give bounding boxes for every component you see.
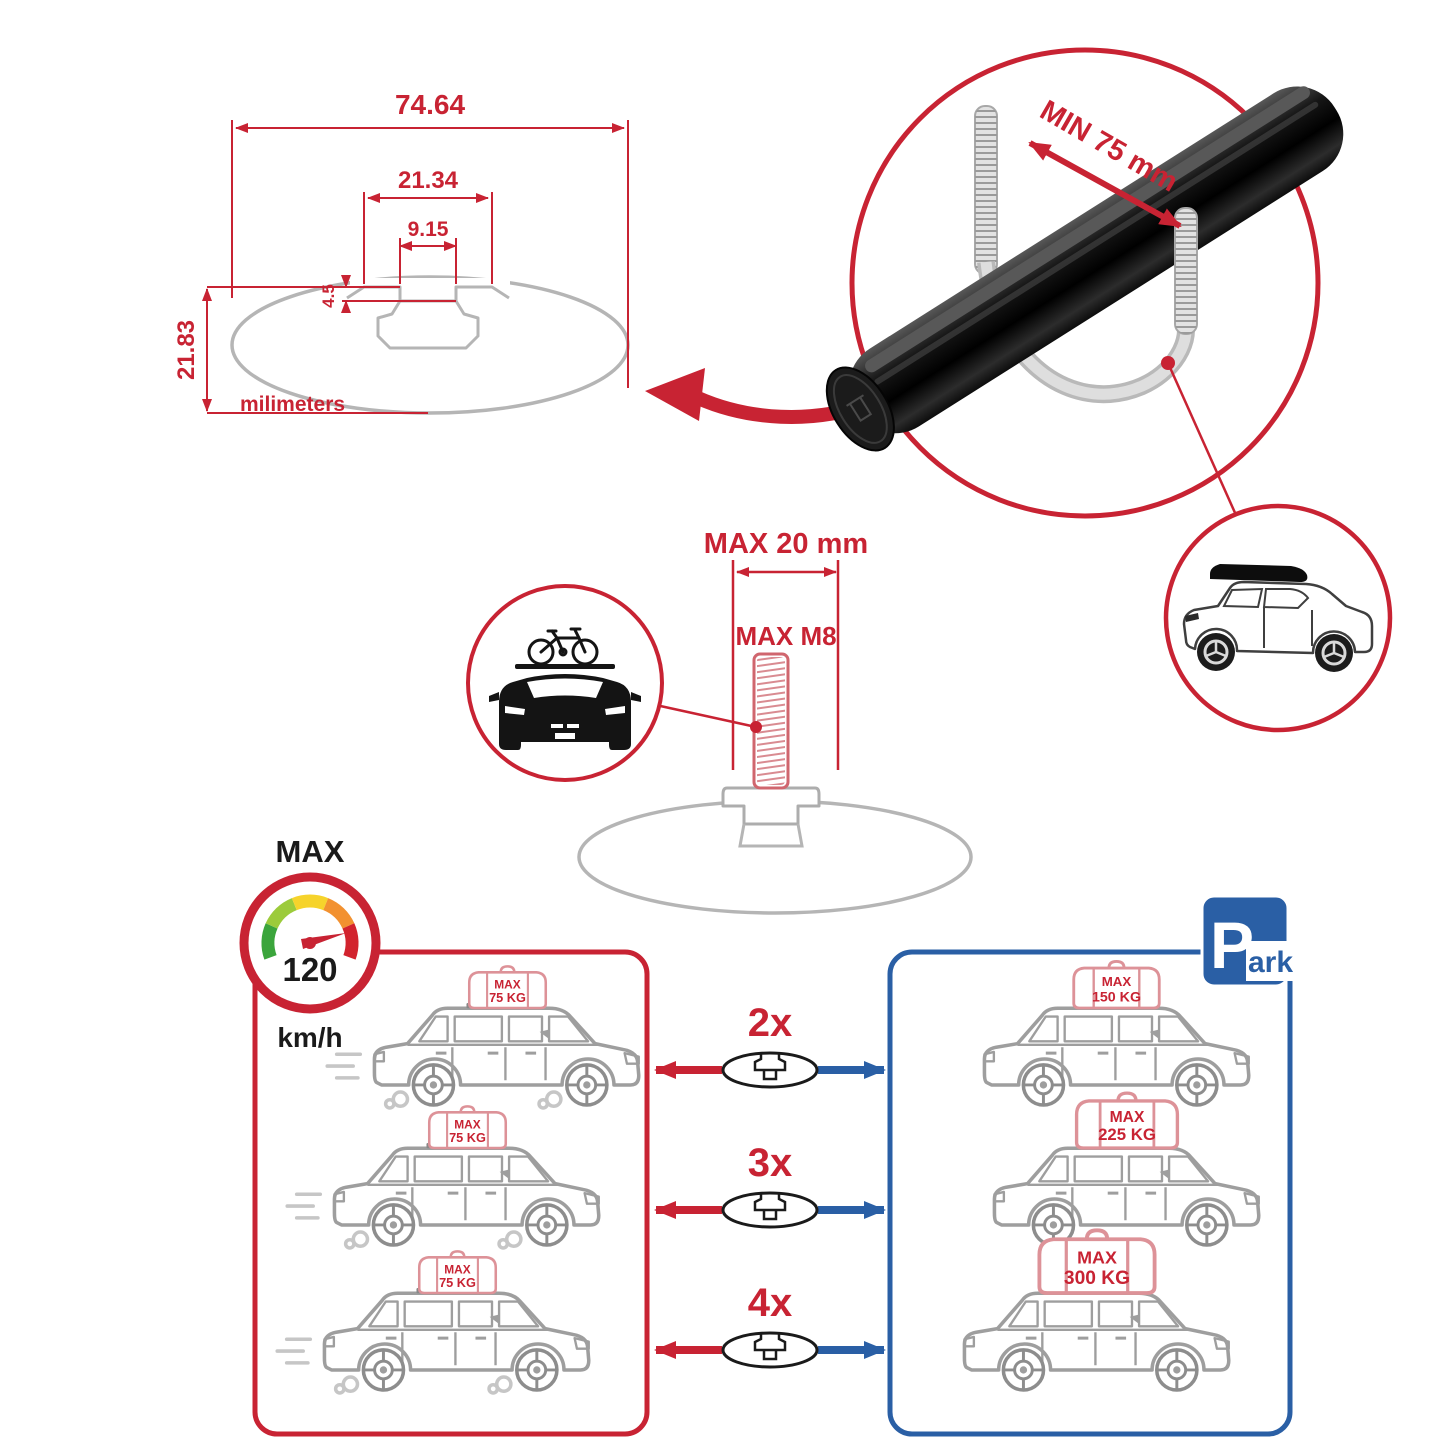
bolt-dimension-lines [731,560,840,770]
bag-max-label: MAX [454,1117,480,1131]
cargo-bag-75-3: MAX 75 KG [417,1250,498,1295]
bag-max-label: MAX [494,977,520,991]
suv-roofbox-circle [1163,503,1393,733]
moving-car-row-1: MAX 75 KG [325,965,639,1110]
gauge-arcs [261,894,359,960]
bag-weight-label: 75 KG [489,990,526,1005]
parking-sign-rest: ark [1248,946,1293,979]
dim-channel-inner-label: 9.15 [408,218,449,241]
license-plate [555,733,575,739]
speed-max-label: MAX [276,834,345,869]
multiplier-row-2: 3x [654,1141,886,1229]
profile-channel-cavity [376,300,480,350]
speed-units: km/h [277,1022,342,1053]
cargo-bag-75-1: MAX 75 KG [467,965,548,1010]
cargo-bag-150: MAX 150 KG [1072,960,1161,1010]
crossbar-3d [825,86,1344,452]
parked-car-row-1: MAX 150 KG [984,960,1248,1105]
dim-lip-depth-label: 4.5 [319,284,338,308]
cargo-bag-300: MAX 300 KG [1037,1228,1157,1295]
dimension-lines [202,120,629,414]
bolt-spec-section: MAX 20 mm MAX M8 [577,528,973,915]
speed-value: 120 [282,951,337,988]
bag-weight-label: 150 KG [1092,989,1141,1005]
bag-max-label: MAX [1110,1109,1145,1126]
speedometer: MAX 120 km/h [239,834,381,1053]
u-bolt-right-rod [1174,207,1198,335]
multiplier-label: 3x [748,1141,793,1185]
car-bike-circle [466,584,664,782]
roof-box-icon [1210,564,1308,582]
dim-total-width-label: 74.64 [395,89,465,120]
profile-dimension-diagram: 74.64 21.34 9.15 4.5 21.83 milimeters [173,89,630,416]
parking-sign: P ark [1200,894,1296,988]
channel-cavity-lines [738,823,804,848]
bag-weight-label: 75 KG [449,1130,486,1145]
cargo-bag-75-2: MAX 75 KG [427,1105,508,1150]
moving-car-row-2: MAX 75 KG [285,1105,599,1250]
u-bolt-pointer-dot [1161,356,1175,370]
min-grip-arrow [1028,140,1182,229]
multiplier-row-3: 4x [654,1281,886,1369]
dim-channel-outer-label: 21.34 [398,167,459,194]
parked-car-row-3: MAX 300 KG [964,1228,1228,1390]
bolt-pointer-dot [750,721,762,733]
bike-icon [527,627,599,666]
dim-total-height-label: 21.83 [173,320,200,380]
bolt-icon [752,652,790,790]
parking-sign-chip [1246,941,1296,981]
bag-max-label: MAX [444,1262,470,1276]
roof-rack-bar [515,664,615,669]
windshield [527,678,603,698]
multiplier-label: 2x [748,1001,793,1045]
detail-pointer-arrowhead [645,368,705,421]
leader-line-suv [1166,362,1242,525]
multiplier-label: 4x [748,1281,793,1325]
units-label: milimeters [240,393,345,416]
bag-weight-label: 225 KG [1098,1125,1156,1144]
u-bolt-left-rod [974,105,998,275]
moving-car-row-3: MAX 75 KG [275,1250,589,1395]
headlights [505,706,625,715]
crossbar-detail-circle: MIN 75 mm [825,47,1344,525]
suv-roofbox-icon [1182,564,1374,672]
gauge-hub [304,937,316,949]
multiplier-row-1: 2x [654,1001,886,1089]
crossbar-end-cap [825,366,895,452]
bag-weight-label: 300 KG [1064,1268,1130,1289]
parked-car-row-2: MAX 225 KG [994,1091,1258,1245]
suv-rear-wheel [1315,634,1353,672]
crossbar-rubber-strip [865,86,1310,373]
cargo-bag-225: MAX 225 KG [1074,1091,1180,1150]
suv-front-wheel [1197,633,1235,671]
max-protrusion-label: MAX 20 mm [704,528,868,560]
bag-max-label: MAX [1077,1248,1117,1268]
max-thread-label: MAX M8 [735,621,836,651]
bag-weight-label: 75 KG [439,1275,476,1290]
bag-max-label: MAX [1102,974,1132,989]
car-bike-icon [489,627,641,750]
